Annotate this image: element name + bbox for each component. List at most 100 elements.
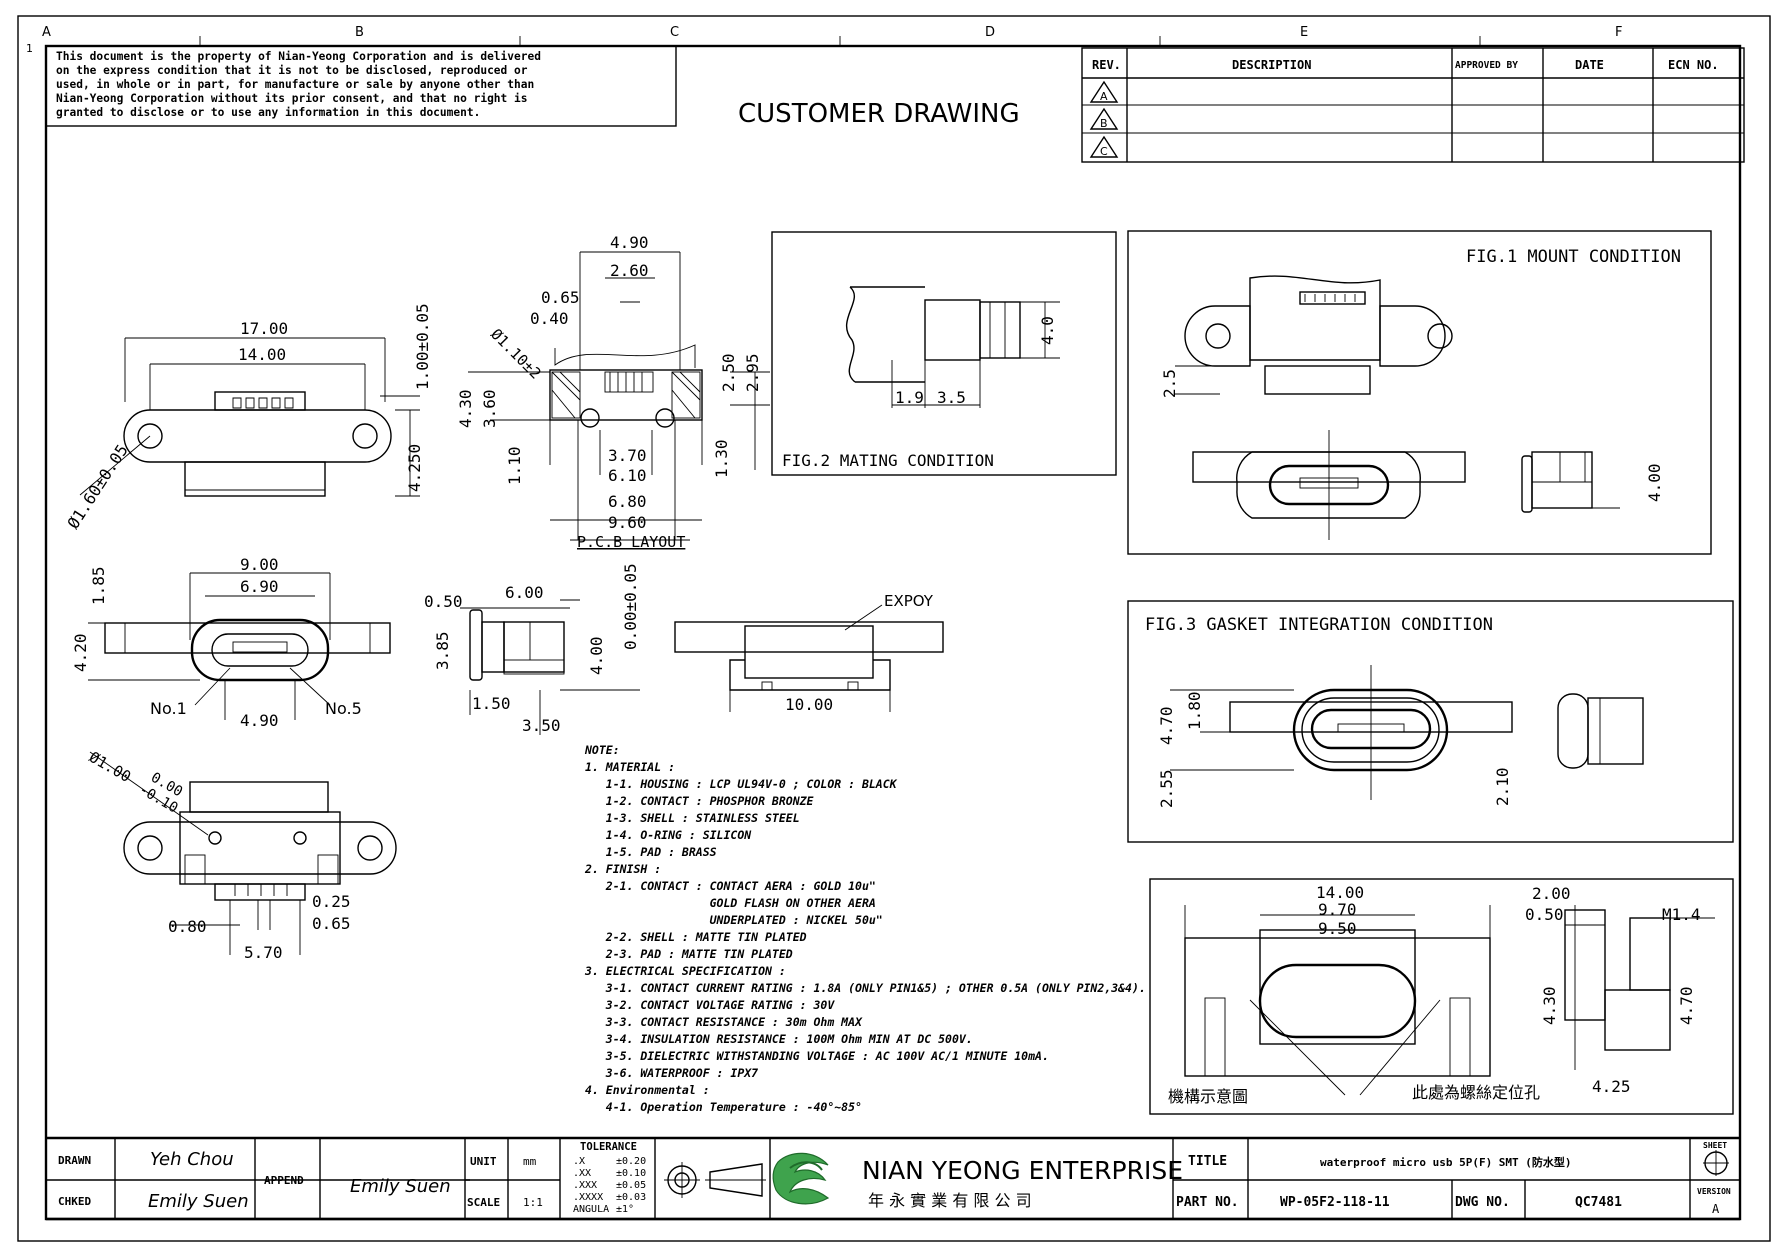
zone-letter-f: F — [1615, 25, 1622, 40]
side-dim-3-85: 3.85 — [433, 631, 452, 670]
rev-row-b: B — [1089, 107, 1119, 130]
sheet-label: SHEET — [1703, 1141, 1727, 1150]
tolerance-value: ±0.20 — [616, 1156, 646, 1167]
note-line: 1-4. O-RING : SILICON — [585, 828, 752, 842]
front-dim-6-90: 6.90 — [240, 577, 279, 596]
notice-line-2: on the express condition that it is not … — [56, 64, 528, 77]
side-dim-6-00: 6.00 — [505, 583, 544, 602]
note-line: UNDERPLATED : NICKEL 50u" — [585, 913, 883, 927]
note-line: 2-1. CONTACT : CONTACT AERA : GOLD 10u" — [585, 879, 876, 893]
tolerance-value: ±1° — [616, 1204, 634, 1215]
sheet-symbol-icon — [1703, 1150, 1729, 1176]
pcb-dim-6-10: 6.10 — [608, 466, 647, 485]
tolerance-rows: .X ±0.20 .XX ±0.10 .XXX ±0.05 .XXXX ±0.0… — [573, 1156, 646, 1215]
mech-dim-0-50: 0.50 — [1525, 905, 1564, 924]
rev-row-c: C — [1089, 135, 1119, 158]
fig2-dim-1-9: 1.9 — [895, 388, 924, 407]
front-dim-4-20: 4.20 — [71, 633, 90, 672]
mech-dim-4-25: 4.25 — [1592, 1077, 1631, 1096]
version-label: VERSION — [1697, 1187, 1731, 1196]
pcb-dim-3-60: 3.60 — [480, 389, 499, 428]
mech-label-right: 此處為螺絲定位孔 — [1412, 1083, 1540, 1102]
zone-letter-b: B — [355, 25, 364, 40]
dim-14: 14.00 — [238, 345, 286, 364]
append-value: Emily Suen — [350, 1176, 451, 1197]
drawn-value: Yeh Chou — [150, 1149, 234, 1170]
pcb-dim-hole: Ø1.10±2 — [487, 325, 544, 382]
company-name-en: NIAN YEONG ENTERPRISE — [862, 1156, 1183, 1185]
tolerance-key: .XXXX — [573, 1192, 603, 1203]
svg-text:A: A — [1100, 90, 1108, 103]
tolerance-key: .XXX — [573, 1180, 597, 1191]
note-line: 3-1. CONTACT CURRENT RATING : 1.8A (ONLY… — [585, 981, 1146, 995]
mechanism-diagram: 14.00 9.70 9.50 機構示意圖 此處為螺絲定位孔 2.00 0.50… — [1149, 878, 1734, 1115]
note-line: 4. Environmental : — [585, 1083, 710, 1097]
fig3-dim-1-80: 1.80 — [1185, 691, 1204, 730]
pcb-dim-2-95: 2.95 — [743, 353, 762, 392]
rev-row-a: A — [1089, 80, 1119, 103]
pcb-dim-6-80: 6.80 — [608, 492, 647, 511]
tolerance-key: ANGULA — [573, 1204, 609, 1215]
mech-dim-m1-4: M1.4 — [1662, 905, 1701, 924]
pin-no5-label: No.5 — [325, 699, 362, 718]
tolerance-key: .X — [573, 1156, 585, 1167]
side-dim-0-50: 0.50 — [424, 592, 463, 611]
append-label: APPEND — [264, 1174, 304, 1187]
fig2-title: FIG.2 MATING CONDITION — [782, 451, 994, 470]
unit-value: mm — [523, 1155, 537, 1168]
pcb-dim-9-60: 9.60 — [608, 513, 647, 532]
note-line: 1-3. SHELL : STAINLESS STEEL — [585, 811, 800, 825]
pcb-dim-2-60: 2.60 — [610, 261, 649, 280]
zone-ruler: A B C D E F 1 — [26, 25, 1622, 55]
ownership-notice-box — [45, 45, 677, 127]
dim-17: 17.00 — [240, 319, 288, 338]
zone-number: 1 — [26, 42, 33, 55]
drawing-title: CUSTOMER DRAWING — [738, 99, 1020, 129]
pcb-dim-4-90: 4.90 — [610, 233, 649, 252]
fig1-dim-2-5: 2.5 — [1160, 369, 1179, 398]
note-line: 3. ELECTRICAL SPECIFICATION : — [584, 964, 786, 978]
dim-1-00: 1.00±0.05 — [413, 303, 432, 390]
front-view: 9.00 6.90 1.85 4.20 4.90 No.1 No.5 — [71, 555, 391, 730]
pcb-dim-4-30: 4.30 — [456, 389, 475, 428]
dim-hole-diameter: Ø1.60±0.05 — [63, 441, 131, 532]
drawn-label: DRAWN — [58, 1154, 91, 1167]
note-line: 2-2. SHELL : MATTE TIN PLATED — [585, 930, 807, 944]
date-header: DATE — [1575, 58, 1604, 72]
note-line: 4-1. Operation Temperature : -40°~85° — [585, 1100, 862, 1114]
fig1-title: FIG.1 MOUNT CONDITION — [1466, 247, 1681, 267]
company-logo-icon — [772, 1152, 830, 1205]
pcb-dim-3-70: 3.70 — [608, 446, 647, 465]
pcb-layout-view: 4.90 2.60 0.65 0.40 Ø1.10±2 4.30 3.60 1.… — [456, 233, 770, 551]
epoxy-label: EXPOY — [884, 592, 934, 610]
description-header: DESCRIPTION — [1232, 58, 1311, 72]
zone-letter-e: E — [1300, 25, 1308, 40]
bottom-dim-0-80: 0.80 — [168, 917, 207, 936]
fig3-dim-2-10: 2.10 — [1493, 767, 1512, 806]
side-dim-4-00: 4.00 — [587, 636, 606, 675]
dwg-no-label: DWG NO. — [1455, 1195, 1510, 1210]
fig2-dim-3-5: 3.5 — [937, 388, 966, 407]
note-line: 3-2. CONTACT VOLTAGE RATING : 30V — [585, 998, 835, 1012]
pin-no1-label: No.1 — [150, 699, 187, 718]
unit-label: UNIT — [470, 1155, 497, 1168]
bottom-view: Ø1.00 0.00 -0.10 0.25 0.65 0.80 5.70 — [86, 748, 397, 962]
note-line: NOTE: — [584, 743, 620, 757]
svg-text:C: C — [1100, 145, 1108, 158]
mech-label-left: 機構示意圖 — [1168, 1087, 1248, 1106]
zone-letter-c: C — [670, 25, 679, 40]
approved-by-header: APPROVED BY — [1455, 60, 1518, 71]
pcb-dim-2-50: 2.50 — [719, 353, 738, 392]
title-value: waterproof micro usb 5P(F) SMT (防水型) — [1320, 1155, 1572, 1169]
pcb-dim-0-40: 0.40 — [530, 309, 569, 328]
zone-letter-a: A — [42, 25, 51, 40]
notice-line-4: Nian-Yeong Corporation without its prior… — [56, 92, 527, 105]
pcb-dim-1-30: 1.30 — [712, 439, 731, 478]
rev-header: REV. — [1092, 58, 1121, 72]
side-dim-0-00: 0.00±0.05 — [621, 563, 640, 650]
fig3-title: FIG.3 GASKET INTEGRATION CONDITION — [1145, 615, 1493, 635]
bottom-dim-hole: Ø1.00 — [86, 748, 134, 786]
note-line: 2-3. PAD : MATTE TIN PLATED — [585, 947, 793, 961]
bottom-dim-0-65: 0.65 — [312, 914, 351, 933]
